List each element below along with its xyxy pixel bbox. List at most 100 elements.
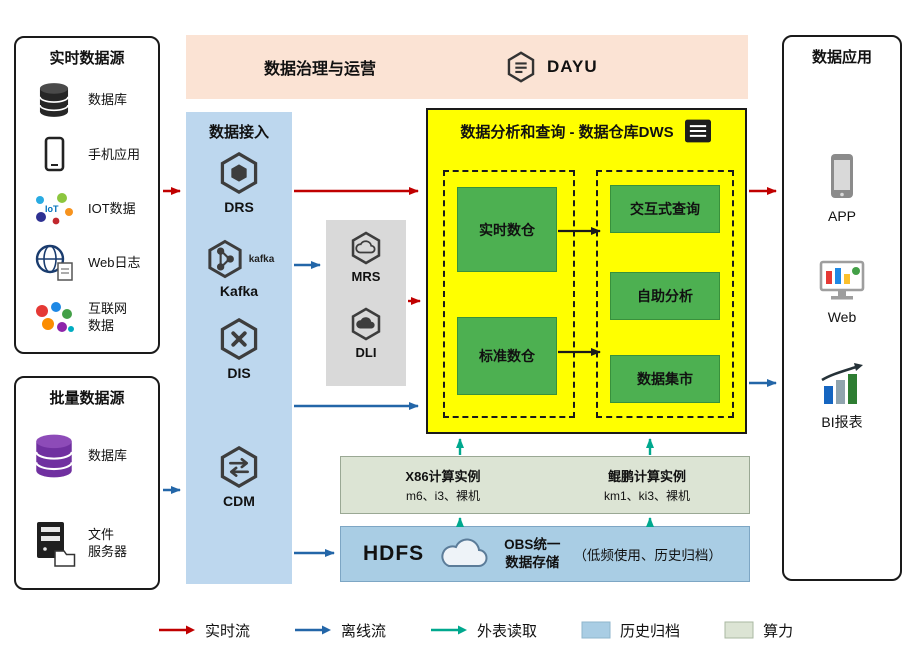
governance-bar: 数据治理与运营 DAYU [186, 35, 748, 99]
source-label: 数据库 [88, 91, 128, 107]
source-item-iot: IoT IOT数据 [16, 182, 158, 236]
dws-title-row: 数据分析和查询 - 数据仓库DWS [428, 110, 745, 144]
compute-power-swatch [724, 621, 754, 639]
app-item-web: Web [784, 259, 900, 325]
dayu-logo: DAYU [504, 50, 598, 84]
source-item-internet-data: 互联网 数据 [16, 290, 158, 346]
source-label: 数据库 [88, 447, 128, 463]
legend-offline-flow: 离线流 [294, 620, 386, 641]
svg-text:IoT: IoT [45, 204, 59, 214]
dws-analysis-group [596, 170, 734, 418]
history-archive-swatch [581, 621, 611, 639]
module-label: 自助分析 [637, 288, 693, 304]
external-read-arrow-icon [431, 625, 468, 635]
internet-data-icon [36, 302, 74, 332]
source-item-web-log: Web日志 [16, 236, 158, 290]
module-label: 数据集市 [637, 371, 693, 387]
data-access-column: 数据接入 DRS kafka [186, 112, 292, 584]
dws-warehouse-group [443, 170, 575, 418]
service-cdm: CDM [186, 444, 292, 509]
module-label: 交互式查询 [630, 201, 700, 217]
file-server-icon [37, 522, 76, 567]
service-kafka: kafka Kafka [186, 238, 292, 299]
dli-hexagon-icon [351, 307, 381, 341]
module-interactive-query: 交互式查询 [610, 185, 720, 233]
module-label: 标准数仓 [479, 348, 535, 364]
compute-box: X86计算实例 m6、i3、裸机 鲲鹏计算实例 km1、ki3、裸机 [340, 456, 750, 514]
cdm-hexagon-icon [220, 445, 258, 489]
legend-label: 实时流 [205, 622, 251, 640]
compute-models: km1、ki3、裸机 [603, 489, 690, 503]
staging-box: MRS DLI [326, 220, 406, 386]
data-access-title: 数据接入 [208, 124, 269, 141]
service-dis: DIS [186, 316, 292, 381]
data-apps-panel: 数据应用 APP Web [782, 35, 902, 581]
service-mrs: MRS [326, 230, 406, 284]
app-item-app: APP [784, 152, 900, 224]
source-item-database: 数据库 [16, 412, 158, 500]
service-dli: DLI [326, 306, 406, 360]
source-label: 手机应用 [88, 146, 141, 162]
source-label: Web日志 [88, 254, 141, 270]
offline-flow-arrow-icon [295, 625, 332, 635]
apps-panel-title: 数据应用 [811, 49, 872, 66]
service-name: DLI [355, 345, 377, 360]
dws-box: 数据分析和查询 - 数据仓库DWS 实时数仓 标准数仓 交互式查询 自助分析 数… [426, 108, 747, 434]
legend: 实时流 离线流 外表读取 历史归档 算力 [158, 614, 838, 646]
hdfs-label: HDFS [363, 542, 425, 565]
legend-label: 外表读取 [477, 622, 538, 640]
compute-kunpeng: 鲲鹏计算实例 km1、ki3、裸机 [545, 457, 749, 513]
batch-sources-panel: 批量数据源 数据库 [14, 376, 160, 590]
dws-title: 数据分析和查询 - 数据仓库DWS [460, 123, 674, 141]
web-monitor-icon [819, 260, 865, 300]
compute-title: 鲲鹏计算实例 [607, 469, 686, 484]
governance-title: 数据治理与运营 [264, 61, 377, 78]
app-item-bi-report: BI报表 [784, 362, 900, 432]
module-standard-warehouse: 标准数仓 [457, 317, 557, 395]
realtime-source-list: 数据库 手机应用 [16, 68, 158, 346]
bi-report-icon [821, 363, 863, 404]
obs-line1: OBS统一 [504, 537, 561, 553]
source-label: 互联网 数据 [88, 301, 128, 333]
legend-label: 历史归档 [620, 622, 681, 640]
source-item-mobile-app: 手机应用 [16, 128, 158, 182]
dis-hexagon-icon [220, 317, 258, 361]
module-realtime-warehouse: 实时数仓 [457, 187, 557, 272]
storage-box: HDFS OBS统一 数据存储 （低频使用、历史归档） [340, 526, 750, 582]
realtime-panel-title: 实时数据源 [49, 50, 125, 67]
app-label: BI报表 [821, 414, 863, 430]
legend-realtime-flow: 实时流 [158, 620, 250, 641]
legend-history-archive: 历史归档 [581, 620, 680, 641]
module-label: 实时数仓 [479, 221, 535, 238]
compute-title: X86计算实例 [405, 469, 481, 484]
service-drs: DRS [186, 150, 292, 215]
source-item-file-server: 文件 服务器 [16, 500, 158, 588]
drs-hexagon-icon [220, 151, 258, 195]
source-label: IOT数据 [88, 200, 136, 216]
app-label: APP [827, 208, 856, 224]
storage-note: （低频使用、历史归档） [573, 548, 722, 563]
app-phone-icon [831, 154, 853, 198]
legend-compute-power: 算力 [724, 620, 793, 641]
realtime-flow-arrow-icon [159, 625, 195, 635]
legend-label: 算力 [763, 622, 794, 640]
source-label: 文件 服务器 [88, 527, 128, 559]
mrs-hexagon-icon [351, 231, 381, 265]
obs-line2: 数据存储 [505, 555, 560, 570]
app-label: Web [827, 309, 857, 325]
compute-x86: X86计算实例 m6、i3、裸机 [341, 457, 545, 513]
dayu-logo-text: DAYU [547, 57, 598, 76]
module-data-mart: 数据集市 [610, 355, 720, 403]
service-name: DRS [224, 199, 254, 215]
compute-models: m6、i3、裸机 [405, 489, 480, 503]
module-self-service-analysis: 自助分析 [610, 272, 720, 320]
dayu-hexagon-icon [507, 51, 535, 83]
phone-icon [44, 136, 65, 172]
database-purple-icon [35, 434, 73, 478]
batch-source-list: 数据库 文件 服务器 [16, 408, 158, 588]
service-name: Kafka [219, 283, 259, 299]
source-item-database: 数据库 [16, 72, 158, 128]
iot-icon: IoT [36, 193, 73, 225]
kafka-logo-text: kafka [248, 253, 275, 265]
